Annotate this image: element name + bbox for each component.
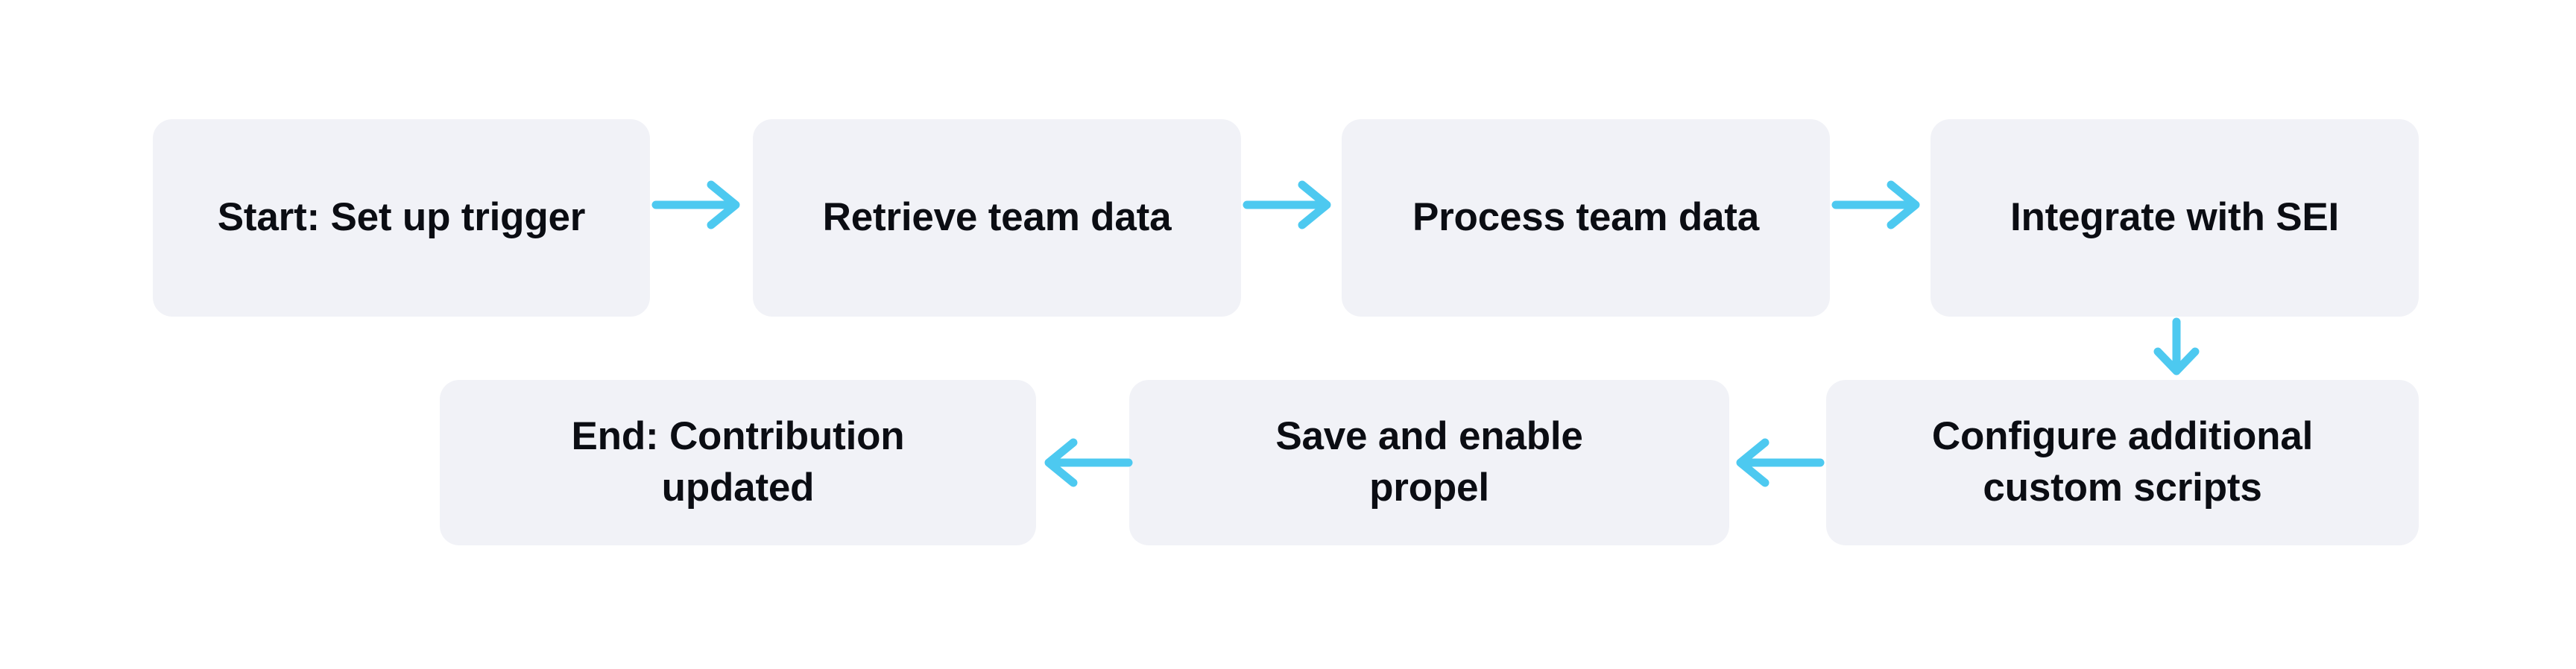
- flow-node-process-team-data[interactable]: Process team data: [1342, 119, 1830, 317]
- flow-node-save-and-enable-propel[interactable]: Save and enable propel: [1129, 380, 1729, 545]
- flow-node-integrate-with-sei[interactable]: Integrate with SEI: [1931, 119, 2419, 317]
- flow-node-configure-custom-scripts-label: Configure additional custom scripts: [1931, 414, 2314, 510]
- arrow-retrieve-to-process-icon: [1243, 179, 1338, 231]
- flow-node-retrieve-team-data-label: Retrieve team data: [822, 195, 1172, 240]
- flow-node-start-label: Start: Set up trigger: [217, 195, 586, 240]
- arrow-start-to-retrieve-icon: [651, 179, 747, 231]
- arrow-configure-to-save-icon: [1731, 437, 1825, 489]
- flow-node-start[interactable]: Start: Set up trigger: [153, 119, 650, 317]
- flow-node-end-contribution-updated[interactable]: End: Contribution updated: [440, 380, 1036, 545]
- flow-node-save-and-enable-propel-label: Save and enable propel: [1275, 414, 1583, 510]
- flow-node-configure-custom-scripts[interactable]: Configure additional custom scripts: [1826, 380, 2419, 545]
- arrow-process-to-integrate-icon: [1831, 179, 1927, 231]
- arrow-integrate-to-configure-icon: [2150, 317, 2203, 377]
- flow-node-integrate-with-sei-label: Integrate with SEI: [2010, 195, 2340, 240]
- flow-node-process-team-data-label: Process team data: [1412, 195, 1759, 240]
- flow-node-retrieve-team-data[interactable]: Retrieve team data: [753, 119, 1241, 317]
- flow-node-end-contribution-updated-label: End: Contribution updated: [571, 414, 905, 510]
- arrow-save-to-end-icon: [1039, 437, 1133, 489]
